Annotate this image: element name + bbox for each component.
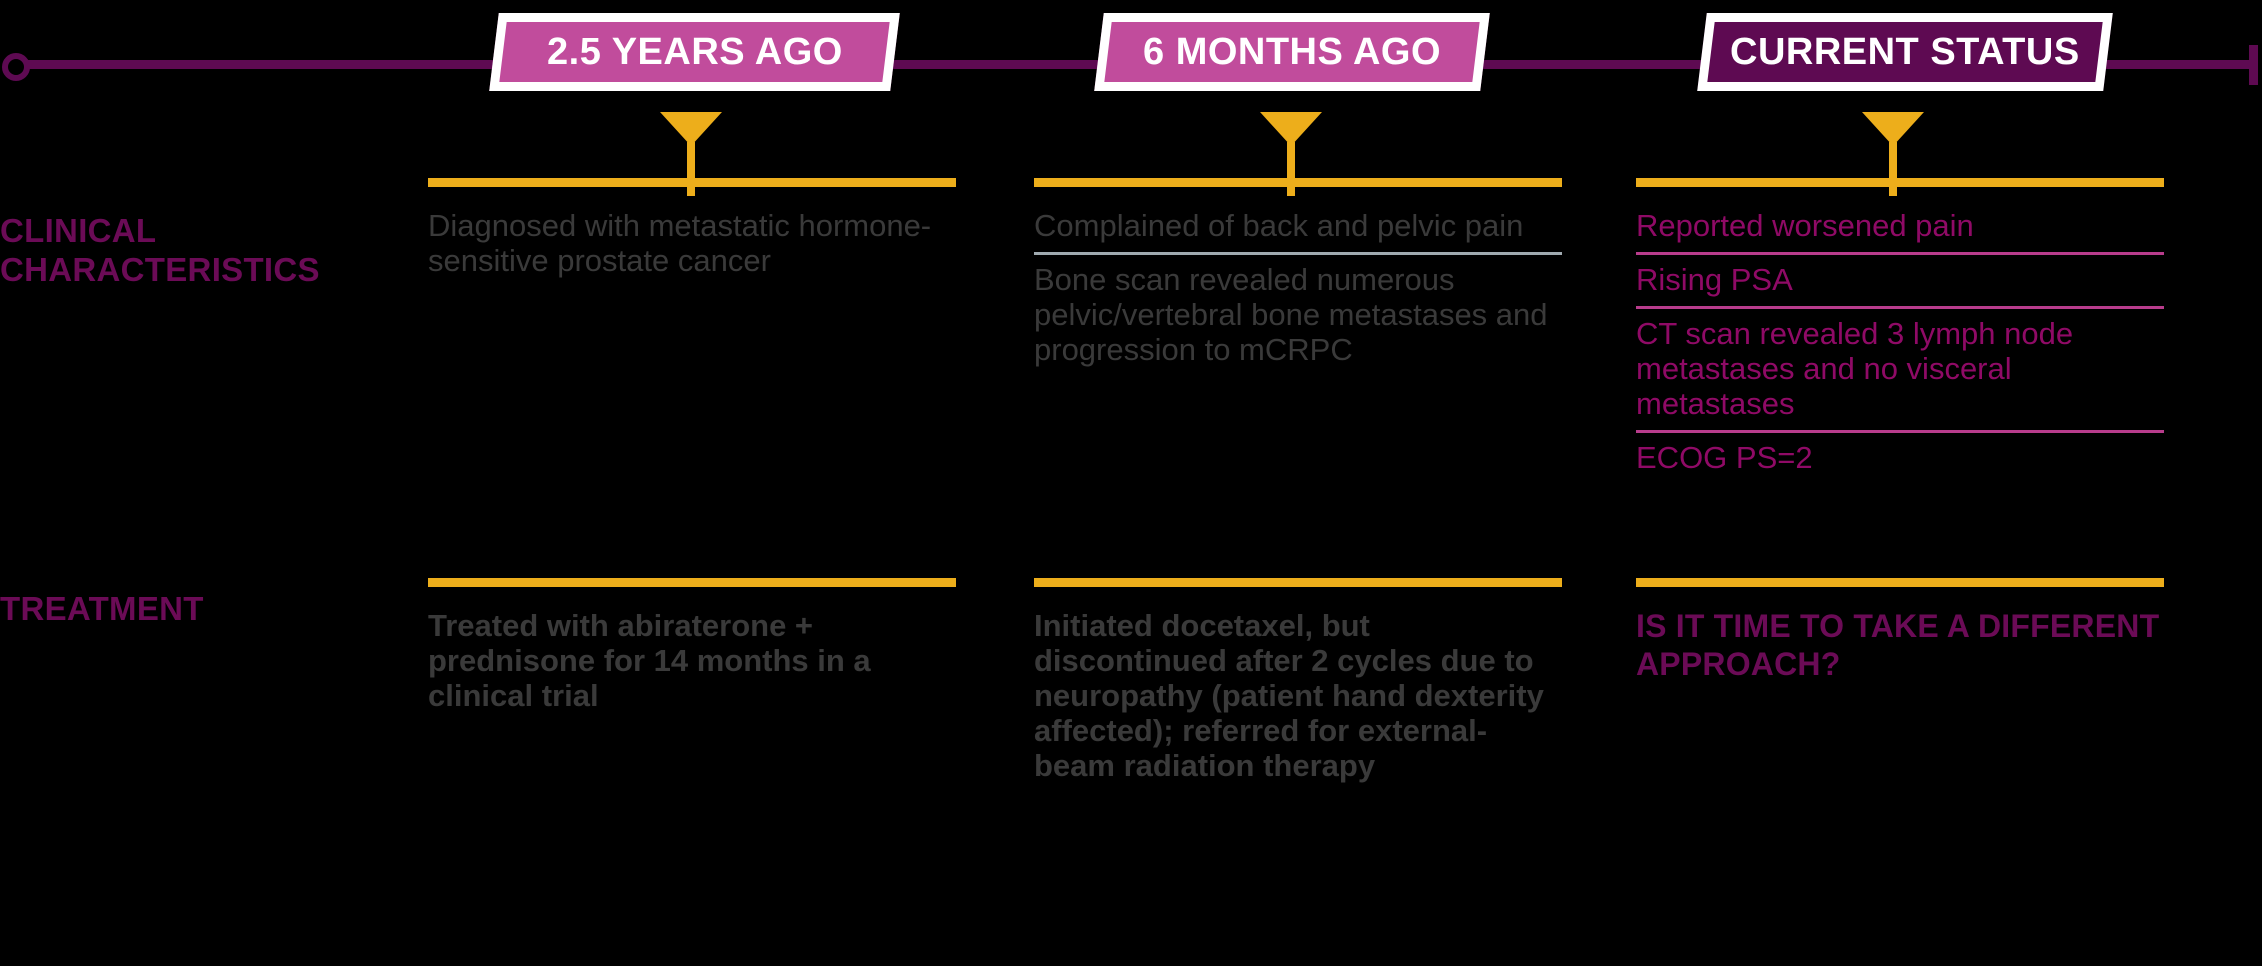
timeline-start-dot-icon [2, 53, 30, 81]
list-item: Rising PSA [1636, 262, 1793, 298]
list-item: Diagnosed with metastatic hormone-sensit… [428, 208, 932, 279]
milestone-banner-label: 2.5 YEARS AGO [546, 31, 843, 73]
row-label-line: CHARACTERISTICS [0, 250, 320, 288]
timeline-end-cap-icon [2249, 45, 2258, 85]
milestone-pointer-icon [1862, 112, 1924, 196]
list-item: CT scan revealed 3 lymph node metastases… [1636, 316, 2074, 422]
accent-rule [428, 178, 956, 187]
pointer-stem-icon [1889, 142, 1897, 196]
accent-rule [1636, 578, 2164, 587]
list-item: ECOG PS=2 [1636, 440, 1813, 476]
item-list: Reported worsened pain Rising PSA CT sca… [1636, 205, 2164, 484]
row-label-treatment: TREATMENT [0, 590, 400, 629]
milestone-banner-2-5-years-ago[interactable]: 2.5 YEARS AGO [489, 13, 900, 91]
cell-clinical-col1: Complained of back and pelvic pain Bone … [1034, 178, 1562, 376]
item-divider [1636, 430, 2164, 434]
item-divider [1636, 306, 2164, 310]
milestone-banner-6-months-ago[interactable]: 6 MONTHS AGO [1094, 13, 1490, 91]
row-label-line: TREATMENT [0, 590, 204, 627]
cell-treatment-col0: Treated with abiraterone + prednisone fo… [428, 578, 956, 722]
pointer-triangle-icon [1862, 112, 1924, 146]
accent-rule [1636, 178, 2164, 187]
cell-treatment-col1: Initiated docetaxel, but discontinued af… [1034, 578, 1562, 792]
list-item: Reported worsened pain [1636, 208, 1974, 243]
milestone-banner-label: 6 MONTHS AGO [1142, 31, 1442, 73]
cell-clinical-col0: Diagnosed with metastatic hormone-sensit… [428, 178, 956, 287]
timeline-axis: 2.5 YEARS AGO 6 MONTHS AGO CURRENT STATU… [0, 0, 2262, 196]
cell-clinical-col2: Reported worsened pain Rising PSA CT sca… [1636, 178, 2164, 484]
call-to-action-text: IS IT TIME TO TAKE A DIFFERENT APPROACH? [1636, 608, 2160, 682]
row-label-clinical-characteristics: CLINICAL CHARACTERISTICS [0, 212, 400, 290]
pointer-triangle-icon [1260, 112, 1322, 146]
accent-rule [1034, 578, 1562, 587]
item-divider [1034, 252, 1562, 256]
pointer-triangle-icon [660, 112, 722, 146]
item-list: Complained of back and pelvic pain Bone … [1034, 205, 1562, 376]
milestone-banner-label: CURRENT STATUS [1730, 31, 2080, 73]
list-item: Bone scan revealed numerous pelvic/verte… [1034, 262, 1548, 368]
row-label-line: CLINICAL [0, 212, 157, 249]
milestone-banner-current-status[interactable]: CURRENT STATUS [1697, 13, 2113, 91]
milestone-pointer-icon [660, 112, 722, 196]
list-item: Complained of back and pelvic pain [1034, 208, 1524, 243]
cell-treatment-col2: IS IT TIME TO TAKE A DIFFERENT APPROACH? [1636, 578, 2164, 693]
item-list: Initiated docetaxel, but discontinued af… [1034, 605, 1562, 792]
pointer-stem-icon [687, 142, 695, 196]
accent-rule [428, 578, 956, 587]
list-item: Treated with abiraterone + prednisone fo… [428, 608, 871, 714]
item-divider [1636, 252, 2164, 256]
pointer-stem-icon [1287, 142, 1295, 196]
item-list: IS IT TIME TO TAKE A DIFFERENT APPROACH? [1636, 605, 2164, 693]
item-list: Diagnosed with metastatic hormone-sensit… [428, 205, 956, 287]
accent-rule [1034, 178, 1562, 187]
list-item: Initiated docetaxel, but discontinued af… [1034, 608, 1544, 784]
item-list: Treated with abiraterone + prednisone fo… [428, 605, 956, 722]
milestone-pointer-icon [1260, 112, 1322, 196]
